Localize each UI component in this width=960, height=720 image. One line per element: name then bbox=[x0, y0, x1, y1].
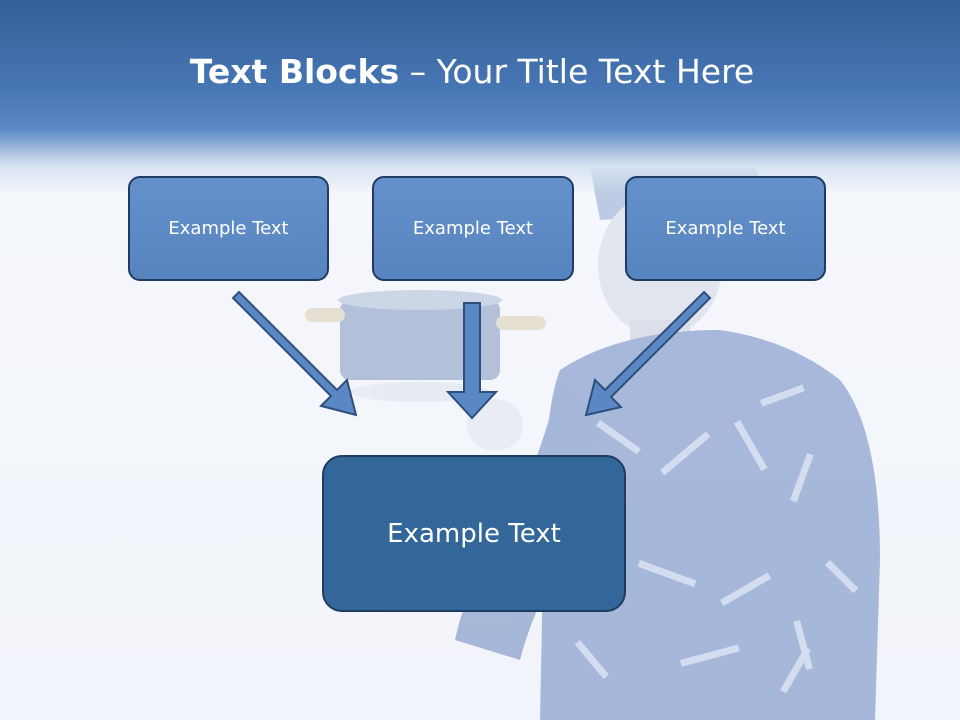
text-box-3[interactable]: Example Text bbox=[625, 176, 826, 281]
slide-title: Text Blocks – Your Title Text Here bbox=[0, 52, 944, 91]
title-rest: – Your Title Text Here bbox=[399, 52, 755, 91]
arrow-left bbox=[231, 290, 358, 417]
main-text-box[interactable]: Example Text bbox=[322, 455, 626, 612]
text-box-1[interactable]: Example Text bbox=[128, 176, 329, 281]
arrow-center bbox=[445, 302, 499, 420]
arrow-right bbox=[584, 290, 712, 417]
text-box-2[interactable]: Example Text bbox=[372, 176, 574, 281]
title-bold: Text Blocks bbox=[189, 52, 400, 91]
title-bar bbox=[0, 0, 960, 195]
